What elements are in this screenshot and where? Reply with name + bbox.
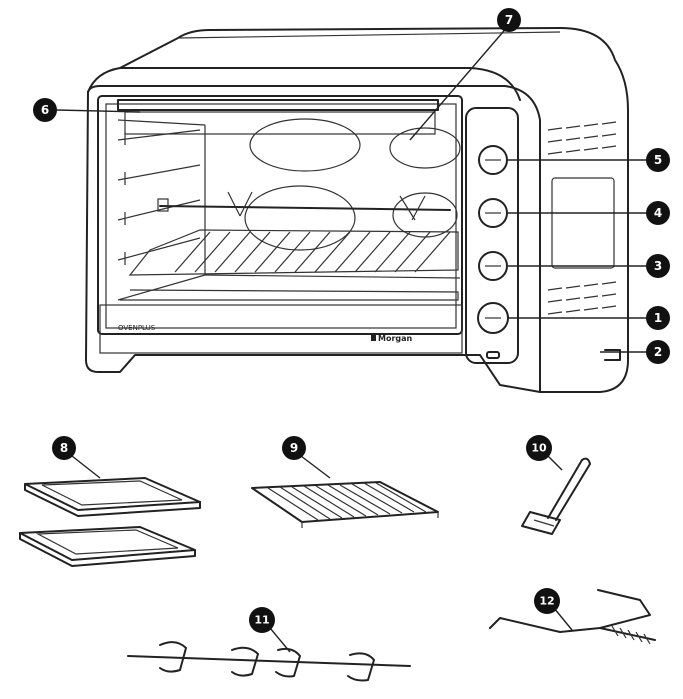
svg-text:4: 4 [654,206,662,220]
svg-text:9: 9 [290,441,298,455]
rotisserie-handle [489,589,656,645]
callout-5: 5 [646,148,670,172]
svg-text:12: 12 [539,595,554,608]
brand-label: Morgan [378,334,413,343]
svg-text:7: 7 [505,13,513,27]
knob-4[interactable] [478,198,508,228]
svg-text:3: 3 [654,259,662,273]
svg-text:10: 10 [531,442,547,455]
callout-10: 10 [526,435,552,461]
callout-4: 4 [646,201,670,225]
callout-1: 1 [646,306,670,330]
rotisserie-spit [127,641,411,682]
indicator-light [486,351,500,359]
callout-6: 6 [33,98,57,122]
svg-text:5: 5 [654,153,662,167]
svg-text:8: 8 [60,441,68,455]
callout-7: 7 [497,8,521,32]
callout-3: 3 [646,254,670,278]
model-label: OVENPLUS [118,324,156,332]
callout-11: 11 [249,607,275,633]
svg-text:1: 1 [654,311,662,325]
svg-text:11: 11 [254,614,269,627]
callout-2: 2 [646,340,670,364]
knob-1[interactable] [477,302,509,334]
callout-8: 8 [52,436,76,460]
toaster-oven: OVENPLUS Morgan [85,27,629,393]
inner-rack-wires [174,231,451,273]
wire-rack [251,481,439,528]
side-vents [547,121,617,315]
svg-text:2: 2 [654,345,662,359]
leader-lines [56,24,646,653]
knob-3[interactable] [478,251,508,281]
tray-handle [521,457,591,535]
callout-9: 9 [282,436,306,460]
callout-12: 12 [534,588,560,614]
knob-5[interactable] [478,145,508,175]
baking-trays [19,477,201,567]
svg-text:6: 6 [41,103,49,117]
